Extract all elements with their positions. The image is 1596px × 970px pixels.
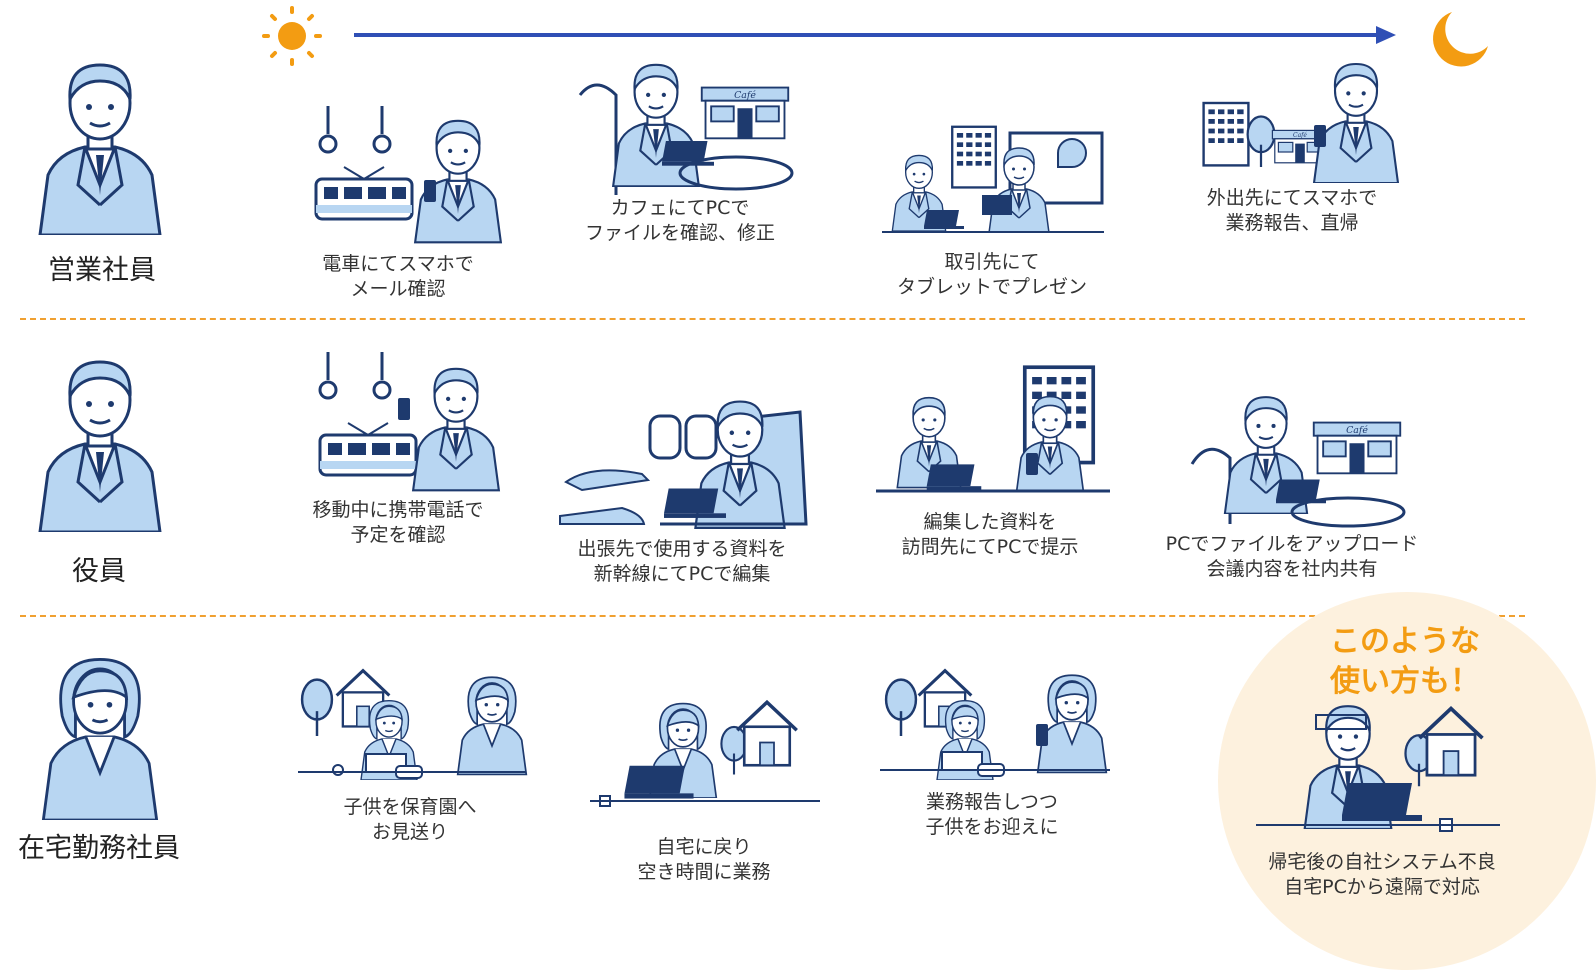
scene-caption: カフェにてPCでファイルを確認、修正 [584, 197, 776, 244]
callout-title: このような使い方も！ [1330, 624, 1480, 699]
row-divider-2 [20, 615, 1525, 617]
role-label-executive: 役員 [72, 556, 126, 587]
sales-employee-avatar [30, 55, 170, 235]
child-dropoff-icon [298, 669, 528, 780]
role-label-remote: 在宅勤務社員 [18, 833, 180, 864]
sun-icon [262, 6, 322, 66]
client-visit-laptop-icon [876, 355, 1110, 493]
scene-caption: 移動中に携帯電話で予定を確認 [312, 499, 484, 546]
scene-caption: 編集した資料を訪問先にてPCで提示 [901, 511, 1079, 558]
scene-caption: 外出先にてスマホで業務報告、直帰 [1206, 187, 1378, 234]
outside-smartphone-icon [1202, 62, 1400, 183]
scene-caption: PCでファイルをアップロード会議内容を社内共有 [1165, 533, 1419, 580]
home-laptop-icon [590, 688, 820, 807]
bullet-train-laptop-icon [559, 400, 808, 530]
train-commute-icon [314, 106, 503, 244]
moon-icon [1433, 12, 1488, 67]
callout-bubble [1218, 592, 1596, 970]
scene-caption: 出張先で使用する資料を新幹線にてPCで編集 [577, 538, 787, 585]
timeline-arrow [354, 26, 1396, 44]
timeline [262, 6, 1488, 67]
child-pickup-phone-icon [880, 669, 1110, 780]
callout-caption: 帰宅後の自社システム不良自宅PCから遠隔で対応 [1268, 851, 1496, 898]
scene-caption: 自宅に戻り空き時間に業務 [637, 836, 771, 883]
cafe-upload-icon [1190, 396, 1406, 528]
remote-employee-avatar [30, 650, 170, 820]
home-remote-support-icon [1256, 705, 1500, 832]
role-label-sales: 営業社員 [48, 255, 156, 286]
cafe-laptop-icon [578, 63, 794, 195]
scene-caption: 子供を保育園へお見送り [343, 796, 477, 843]
scene-caption: 取引先にてタブレットでプレゼン [896, 251, 1088, 298]
scene-caption: 電車にてスマホでメール確認 [322, 253, 474, 300]
row-divider-1 [20, 318, 1525, 320]
train-phone-icon [318, 352, 501, 492]
client-presentation-icon [882, 125, 1104, 233]
scene-caption: 業務報告しつつ子供をお迎えに [925, 791, 1059, 838]
executive-avatar [30, 352, 170, 532]
